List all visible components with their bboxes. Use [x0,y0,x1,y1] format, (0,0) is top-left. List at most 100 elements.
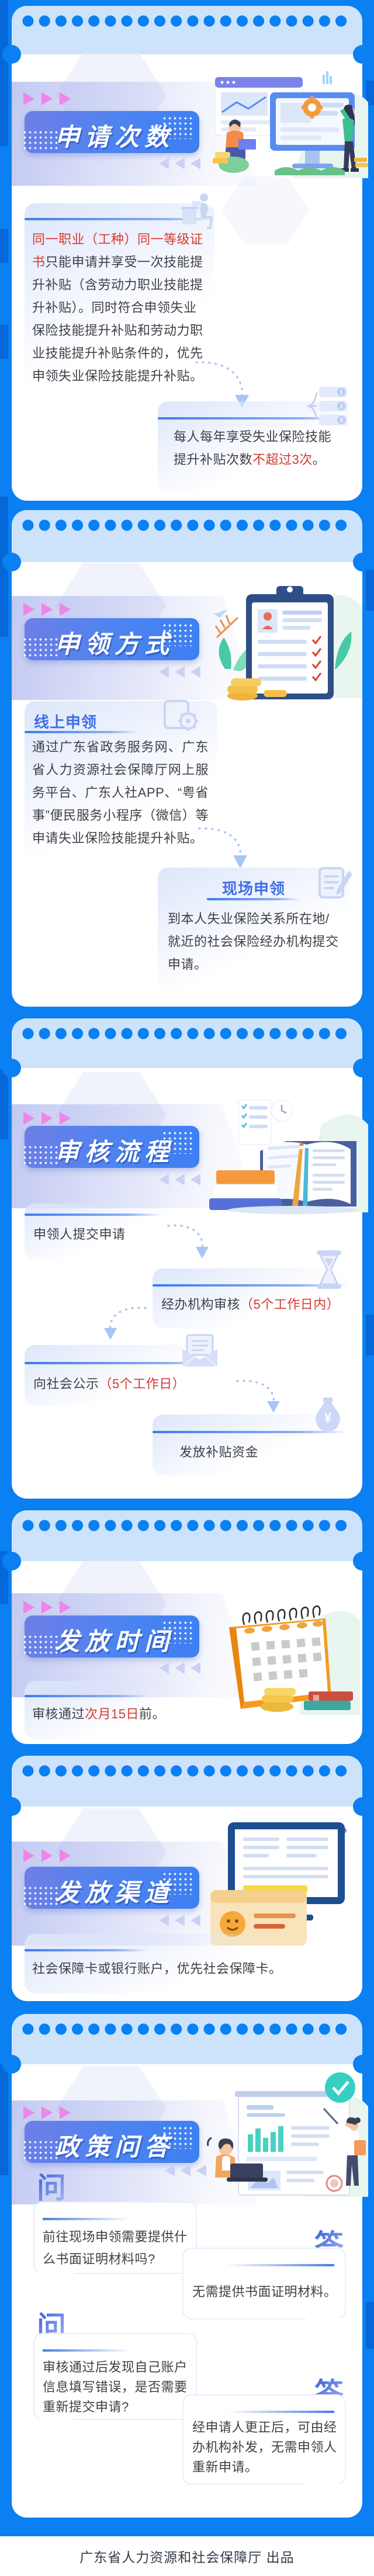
ticket-notch [2,1552,21,1570]
flow-step-note: （5个工作日内） [240,1297,340,1312]
online-body: 通过广东省政务服务网、广东省人力资源社会保障厅网上服务平台、广东人社APP、“粤… [32,740,209,845]
ticket-notch [353,1797,372,1816]
perforation-dots [22,519,352,531]
section-badge: 申请次数 [22,111,199,153]
section-application-method: 申领方式 [2,553,372,1007]
section-badge: 政策问答 [22,2121,199,2163]
perforation-dots [22,15,352,27]
pen-paper-icon [318,867,352,899]
note-panel: 每人每年享受失业保险技能提升补贴次数不超过3次。 [158,401,349,494]
hourglass-icon [317,1250,341,1289]
illustration-calendar [229,1605,361,1715]
edge-accent [0,325,8,359]
pink-arrows-icon [23,603,71,616]
panel-accent-line [25,1362,217,1364]
channel-text: 社会保障卡或银行账户，优先社会保障卡。 [32,1961,282,1976]
bubble-accent-line [43,2349,130,2352]
lavender-arrows-icon [159,158,200,169]
money-bag-icon: ¥ [316,1398,340,1431]
ticket-notch [2,553,21,571]
perforation-dots [22,1765,352,1777]
bubble-tail [304,2484,346,2499]
dashed-arrow-icon [198,827,247,868]
ticket-notch [353,1552,372,1570]
svg-text:2: 2 [340,403,343,410]
section-badge: 申领方式 [22,618,199,660]
note-text: 每人每年享受失业保险技能提升补贴次数不超过3次。 [174,429,332,467]
bubble-accent-line [226,2411,334,2413]
section-title: 申领方式 [54,630,174,658]
illustration-open-book [209,1100,368,1214]
question-text: 审核通过后发现自己账户信息填写错误，是否需要重新提交申请? [43,2360,188,2414]
ticket-strip [12,6,362,56]
perforation-dots [22,2023,352,2035]
edge-accent [366,570,374,611]
lavender-arrows-icon [165,2165,206,2176]
panel-accent-line [207,898,300,900]
badge-dot-grid [162,623,195,646]
panel-accent-line [25,218,214,220]
pink-arrows-icon [23,2106,71,2119]
lavender-arrows-icon [159,1662,200,1674]
answer-bubble-2: 经申请人更正后，可由经办机构补发，无需申领人重新申请。 [182,2394,346,2499]
ticket-notch [2,2055,21,2074]
ticket-notch [2,1797,21,1816]
ticket-notch [353,45,372,64]
ticket-notch [353,2055,372,2074]
panel-accent-line [25,1695,147,1697]
ticket-strip [12,2014,362,2064]
badge-dot-grid [22,1634,60,1655]
question-bubble-2: 审核通过后发现自己账户信息填写错误，是否需要重新提交申请? [33,2333,197,2434]
section-policy-qa: 政策问答 [2,2055,372,2518]
edge-accent [0,2064,8,2175]
badge-dot-grid [162,1131,195,1154]
section-payment-time: 发放时间 [2,1552,372,1744]
ticket-strip [12,1018,362,1068]
badge-dot-grid [22,637,60,658]
edge-accent [366,2302,374,2349]
bubble-accent-line [226,2264,334,2266]
offline-heading: 现场申领 [221,880,285,897]
panel-accent-line [25,1214,162,1216]
illustration-people-computers [213,71,368,178]
badge-dot-grid [22,130,60,151]
channel-panel: 社会保障卡或银行账户，优先社会保障卡。 [25,1934,327,1993]
badge-dot-grid [162,116,195,139]
flow-step-note: （5个工作日） [99,1377,186,1391]
bubble-tail [33,2419,75,2434]
flow-step-label: 申领人提交申请 [33,1227,126,1242]
offline-panel: 现场申领 到本人失业保险关系所在地/就近的社会保险经办机构提交申请。 [158,868,349,996]
section-badge: 审核流程 [22,1126,199,1168]
badge-dot-grid [22,1885,60,1906]
flow-step-label: 经办机构审核 [161,1297,241,1312]
lavender-arrows-icon [159,1915,200,1926]
time-panel: 审核通过次月15日前。 [25,1681,203,1739]
section-title: 发放渠道 [54,1879,174,1906]
lavender-arrows-icon [159,666,200,678]
question-text: 前往现场申领需要提供什么书面证明材料吗? [43,2230,188,2266]
section-application-count: 申请次数 [2,45,372,501]
illustration-social-security-card [210,1822,347,1946]
question-glyph: 问 [37,2165,66,2207]
perforation-dots [22,1520,352,1531]
perforation-dots [22,1028,352,1039]
answer-bubble-1: 无需提供书面证明材料。 [182,2248,346,2334]
dashed-arrow-icon [104,1306,147,1340]
section-badge: 发放渠道 [22,1867,199,1909]
bubble-accent-line [43,2218,130,2220]
section-title: 审核流程 [54,1138,174,1166]
ticket-notch [2,45,21,64]
flow-step-label: 向社会公示 [33,1377,99,1391]
answer-text: 无需提供书面证明材料。 [192,2284,337,2299]
question-bubble-1: 前往现场申领需要提供什么书面证明材料吗? [33,2201,197,2288]
panel-accent-line [158,417,349,419]
edge-accent [366,81,374,105]
pink-arrows-icon [23,1601,71,1614]
section-title: 政策问答 [54,2133,174,2161]
lavender-arrows-icon [159,1174,200,1185]
panel-accent-line [25,731,138,733]
time-text: 审核通过次月15日前。 [32,1707,166,1721]
svg-text:3: 3 [340,417,343,424]
section-payment-channel: 发放渠道 [2,1797,372,2001]
note-panel: 同一职业（工种）同一等级证书只能申请并享受一次技能提升补贴（含劳动力职业技能提升… [25,203,214,414]
